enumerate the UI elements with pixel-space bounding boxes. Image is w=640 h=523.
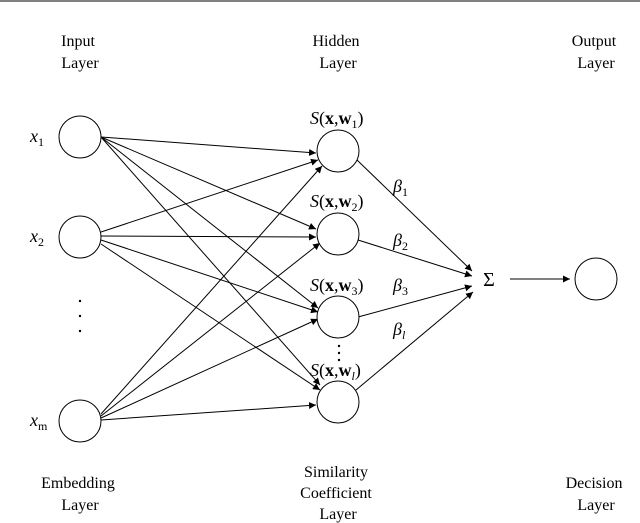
beta-label-3: β3 [392,275,408,298]
hidden-label-1: S(x,w1) [310,108,364,131]
sum-symbol: Σ [483,269,495,291]
input-layer-title: Input Layer [61,33,99,72]
beta-label-2: β2 [392,230,408,253]
edge-x2-h1 [100,158,319,233]
edge-x1-h1 [100,136,317,156]
output-node [574,257,618,301]
input-node-x2 [58,215,102,259]
output-layer-title: Output Layer [572,33,620,72]
input-node-xm [58,399,102,443]
hidden-nodes [316,129,360,424]
input-nodes [58,115,102,443]
input-label-x1: x1 [29,126,44,149]
edge-h2-sum [357,239,473,278]
edge-x2-h2 [100,233,317,241]
edge-x1-hl [100,136,321,386]
hidden-node-l [316,380,360,424]
hidden-label-3: S(x,w3) [310,275,364,298]
hidden-label-2: S(x,w2) [310,191,364,214]
input-label-xm: xm [29,410,48,433]
hidden-node-1 [316,129,360,173]
edge-xm-h1 [100,165,323,415]
edge-hl-sum [355,291,474,391]
edge-xm-h3 [100,318,319,419]
edge-h3-sum [357,284,473,318]
hidden-sum-edges [355,159,474,391]
edge-xm-hl [100,401,317,421]
edge-x1-h3 [100,136,319,309]
hidden-node-2 [316,212,360,256]
similarity-layer-title: Similarity Coefficient Layer [300,464,376,523]
hidden-ellipsis [337,344,341,362]
edge-x2-hl [100,243,321,391]
edge-xm-h2 [100,242,321,417]
hidden-layer-title: Hidden Layer [312,33,363,72]
input-node-x1 [58,115,102,159]
edge-h1-sum [356,159,473,272]
embedding-layer-title: Embedding Layer [41,475,119,514]
input-ellipsis [78,299,82,333]
edge-x2-h3 [100,239,319,314]
decision-layer-title: Decision Layer [566,475,627,514]
hidden-label-l: S(x,wl) [310,360,361,383]
beta-label-1: β1 [392,176,408,199]
input-hidden-edges [100,136,323,421]
hidden-node-3 [316,295,360,339]
input-label-x2: x2 [29,226,44,249]
beta-label-l: βl [392,319,406,342]
